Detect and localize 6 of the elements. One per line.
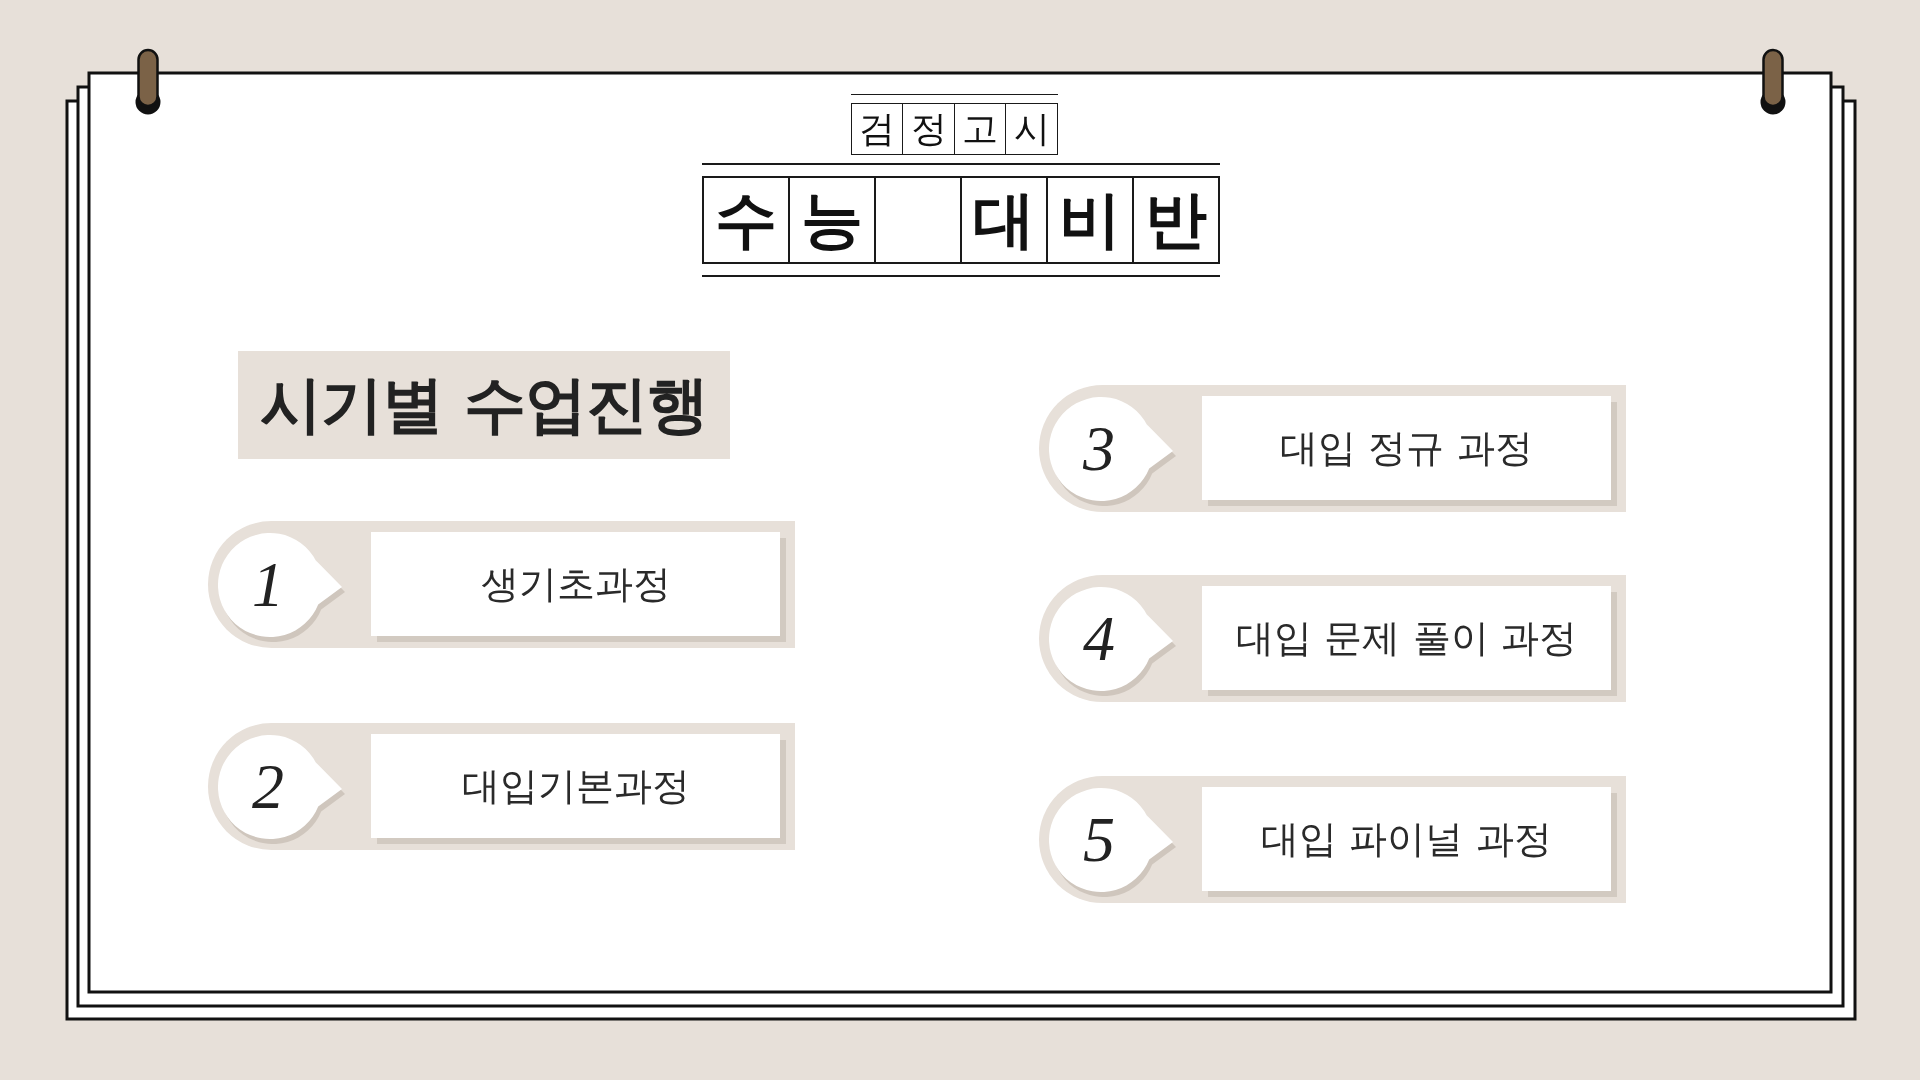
section-heading: 시기별 수업진행 xyxy=(238,351,730,459)
course-box: 대입 파이널 과정 xyxy=(1202,787,1617,897)
course-box: 생기초과정 xyxy=(371,532,786,642)
course-box: 대입 문제 풀이 과정 xyxy=(1202,586,1617,696)
course-box: 대입 정규 과정 xyxy=(1202,396,1617,506)
course-box: 대입기본과정 xyxy=(371,734,786,844)
